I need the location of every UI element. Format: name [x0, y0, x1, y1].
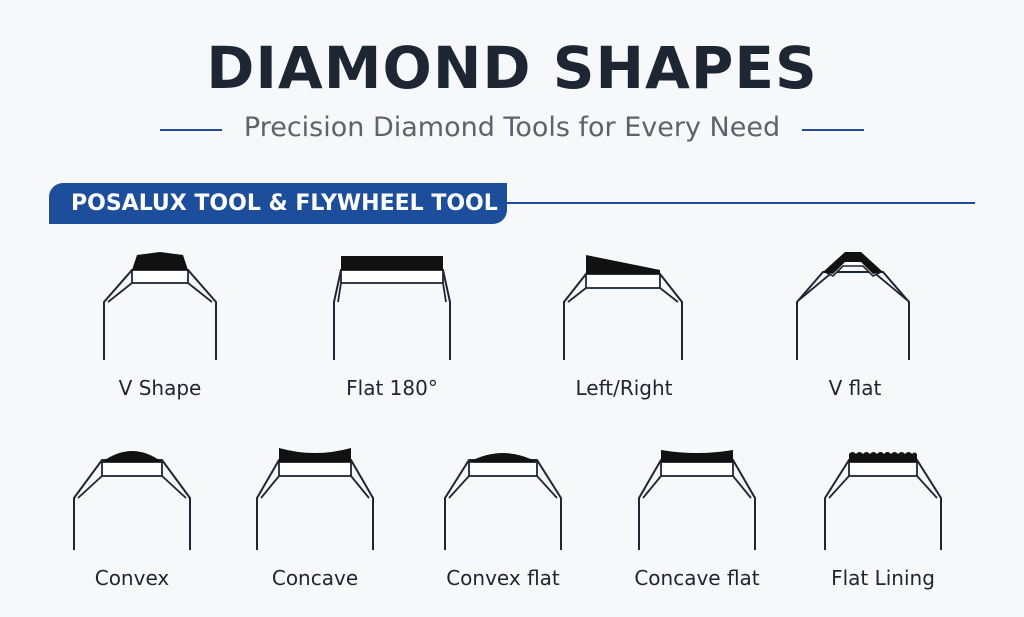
left-right-tip — [586, 255, 660, 274]
concave-tip — [279, 448, 351, 462]
flat-lining-tool-icon — [824, 452, 942, 550]
tool-convex: Convex — [52, 440, 212, 600]
section-header-badge: POSALUX TOOL & FLYWHEEL TOOL — [49, 183, 507, 224]
tool-label: Left/Right — [575, 376, 673, 400]
v-flat-tip — [823, 252, 883, 274]
tool-label: Concave — [271, 566, 359, 590]
convex-flat-tip — [469, 453, 537, 462]
v-shape-tip — [132, 252, 188, 270]
section-rule — [507, 202, 975, 204]
flat-tip — [341, 256, 443, 270]
v-flat-tool-icon — [796, 252, 910, 360]
tool-label: Concave flat — [634, 566, 760, 590]
convex-flat-tool-icon — [444, 453, 562, 550]
v-shape-tool-icon — [103, 252, 217, 360]
tool-convex-flat: Convex flat — [423, 440, 583, 600]
subtitle-row: Precision Diamond Tools for Every Need — [0, 112, 1024, 148]
concave-flat-tip — [661, 450, 733, 462]
tool-concave: Concave — [235, 440, 395, 600]
tool-label: Flat Lining — [831, 566, 935, 590]
page-title: DIAMOND SHAPES — [206, 34, 818, 102]
convex-tool-icon — [73, 451, 191, 550]
tool-label: V flat — [828, 376, 882, 400]
flat-tool-icon — [333, 256, 451, 360]
convex-tip — [102, 451, 162, 462]
tool-label: Flat 180° — [346, 376, 438, 400]
concave-tool-icon — [256, 448, 374, 550]
tool-v-shape: V Shape — [80, 250, 240, 410]
page-subtitle: Precision Diamond Tools for Every Need — [243, 112, 781, 143]
tool-label: Convex flat — [446, 566, 560, 590]
tool-v-flat: V flat — [775, 250, 935, 410]
tool-flat: Flat 180° — [312, 250, 472, 410]
subtitle-divider-left — [160, 129, 222, 131]
subtitle-divider-right — [802, 129, 864, 131]
tool-concave-flat: Concave flat — [617, 440, 777, 600]
section-header-label: POSALUX TOOL & FLYWHEEL TOOL — [71, 191, 498, 216]
concave-flat-tool-icon — [638, 450, 756, 550]
flat-lining-tip — [849, 452, 917, 462]
left-right-tool-icon — [563, 255, 683, 360]
tool-label: V Shape — [118, 376, 202, 400]
tool-label: Convex — [94, 566, 170, 590]
tool-flat-lining: Flat Lining — [803, 440, 963, 600]
tool-left-right: Left/Right — [544, 250, 704, 410]
